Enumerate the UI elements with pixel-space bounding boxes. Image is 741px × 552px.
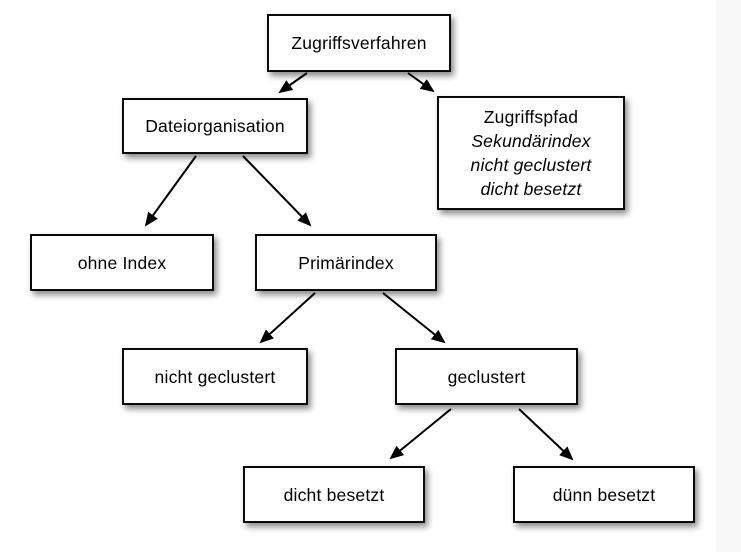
node-label: Dateiorganisation xyxy=(145,116,285,136)
node-zugriffspfad: Zugriffspfad Sekundärindex nicht geclust… xyxy=(437,96,625,210)
node-dicht-besetzt: dicht besetzt xyxy=(243,466,425,523)
page-edge-strip xyxy=(716,0,741,552)
node-label-line2: Sekundärindex xyxy=(471,131,591,151)
edge-primaerindex-geclustert xyxy=(382,292,446,344)
edge-primaerindex-nicht-geclustert xyxy=(259,292,316,344)
node-label: ohne Index xyxy=(77,252,167,273)
edge-dateiorganisation-ohne-index xyxy=(144,155,197,227)
node-nicht-geclustert: nicht geclustert xyxy=(122,348,308,405)
edge-zugriffsverfahren-zugriffspfad xyxy=(407,72,435,93)
edge-geclustert-duenn-besetzt xyxy=(518,408,574,461)
node-label-line1: Zugriffspfad xyxy=(483,107,579,127)
node-label: Primärindex xyxy=(298,252,394,273)
node-ohne-index: ohne Index xyxy=(30,234,214,291)
edge-zugriffsverfahren-dateiorganisation xyxy=(278,72,308,94)
node-zugriffsverfahren: Zugriffsverfahren xyxy=(267,14,451,72)
node-label: geclustert xyxy=(447,366,526,387)
node-label-line3: nicht geclustert xyxy=(470,155,592,175)
node-label-line4: dicht besetzt xyxy=(480,179,582,199)
node-label: nicht geclustert xyxy=(154,366,276,387)
node-duenn-besetzt: dünn besetzt xyxy=(513,466,695,523)
edge-geclustert-dicht-besetzt xyxy=(389,408,452,460)
node-label: Zugriffsverfahren xyxy=(291,33,427,53)
node-primaerindex: Primärindex xyxy=(255,234,437,291)
edge-dateiorganisation-primaerindex xyxy=(242,155,312,227)
node-dateiorganisation: Dateiorganisation xyxy=(122,98,308,154)
node-label: dünn besetzt xyxy=(552,484,656,505)
node-geclustert: geclustert xyxy=(395,348,578,405)
node-label: dicht besetzt xyxy=(283,484,385,505)
